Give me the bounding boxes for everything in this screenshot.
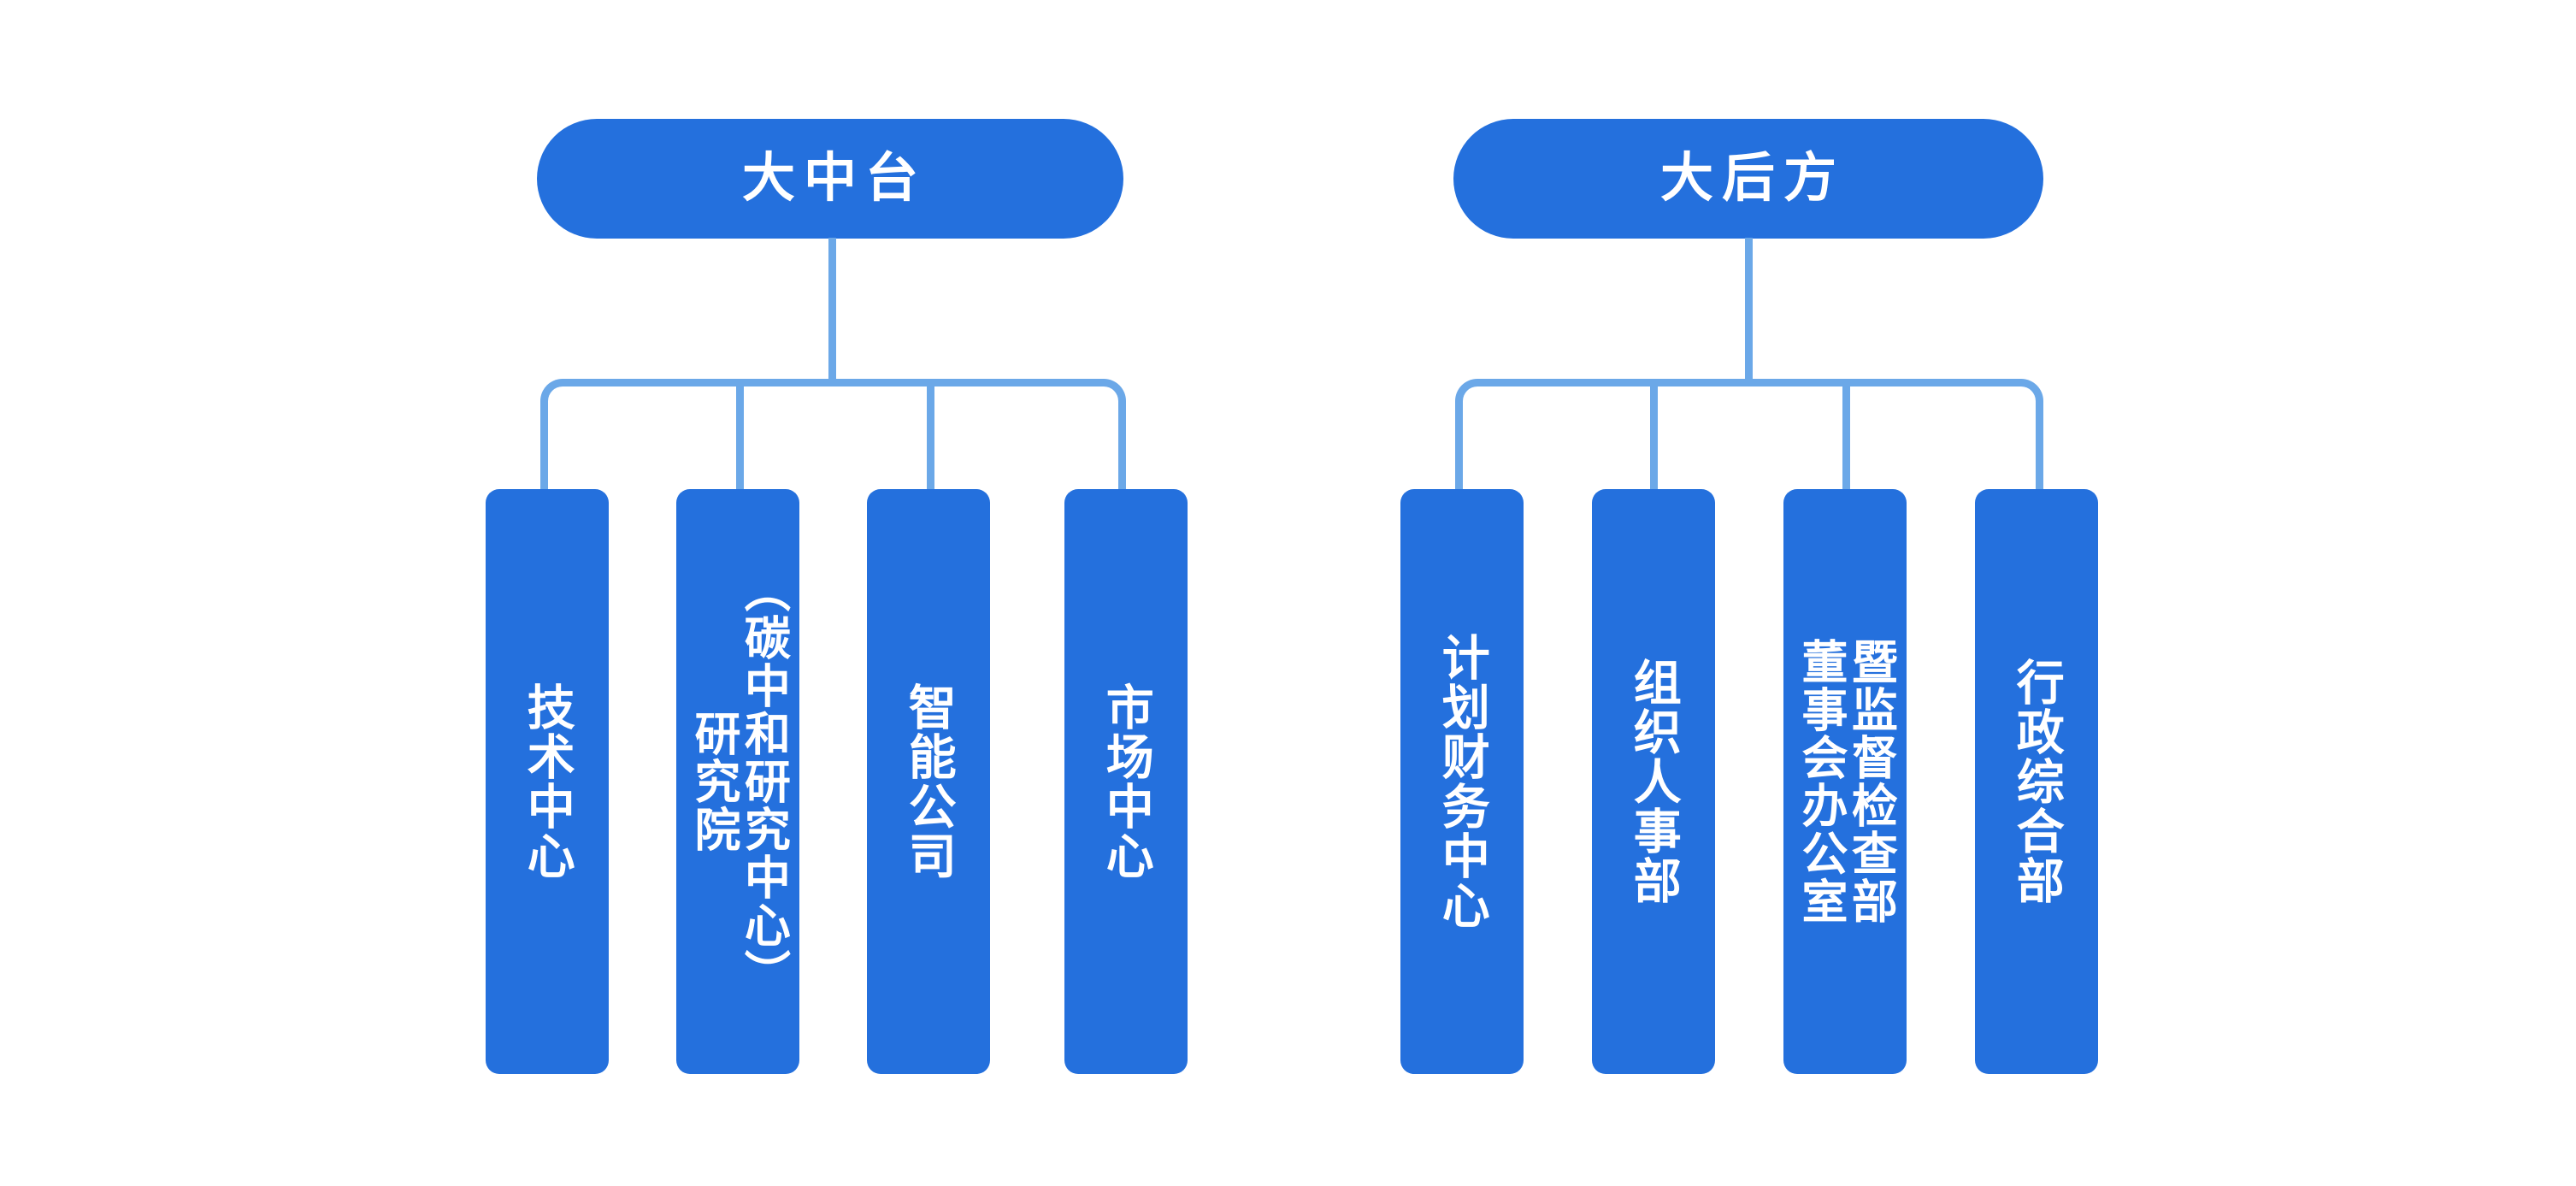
- leaf-node-jihua-caiwu-zhongxin[interactable]: 计划财务中心: [1400, 489, 1524, 1074]
- leaf-node-xingzheng-zonghe-bu[interactable]: 行政综合部: [1975, 489, 2098, 1074]
- connector-trunk: [828, 238, 836, 381]
- connector-bus: [1455, 379, 2043, 490]
- leaf-node-column: 智能公司: [902, 682, 957, 881]
- leaf-node-column: 研究院: [687, 710, 739, 853]
- root-node-label: 大后方: [1659, 149, 1845, 208]
- connector-bus: [540, 379, 1126, 490]
- root-node-houfang[interactable]: 大后方: [1453, 119, 2043, 239]
- root-node-zhongtai[interactable]: 大中台: [537, 119, 1123, 239]
- connector-trunk: [1745, 238, 1753, 381]
- leaf-node-column: （碳中和研究中心）: [737, 566, 789, 997]
- leaf-node-column: 董事会办公室: [1795, 638, 1846, 925]
- leaf-node-column: 组织人事部: [1627, 658, 1682, 906]
- leaf-node-column: 市场中心: [1099, 682, 1154, 881]
- leaf-node-dongshihui-bangongshi[interactable]: 暨监督检查部 董事会办公室: [1783, 489, 1907, 1074]
- leaf-node-zhineng-gongsi[interactable]: 智能公司: [867, 489, 990, 1074]
- connector-drop: [1650, 386, 1658, 490]
- leaf-node-jishu-zhongxin[interactable]: 技术中心: [486, 489, 609, 1074]
- leaf-node-shichang-zhongxin[interactable]: 市场中心: [1064, 489, 1188, 1074]
- connector-drop: [927, 386, 934, 490]
- leaf-node-yanjiuyuan[interactable]: （碳中和研究中心） 研究院: [676, 489, 799, 1074]
- leaf-node-column: 技术中心: [521, 682, 575, 881]
- connector-drop: [1842, 386, 1850, 490]
- connector-drop: [736, 386, 744, 490]
- leaf-node-column: 暨监督检查部: [1844, 638, 1896, 925]
- leaf-node-column: 行政综合部: [2010, 658, 2065, 906]
- leaf-node-column: 计划财务中心: [1435, 633, 1490, 930]
- root-node-label: 大中台: [741, 149, 927, 208]
- leaf-node-zuzhi-renshi-bu[interactable]: 组织人事部: [1592, 489, 1715, 1074]
